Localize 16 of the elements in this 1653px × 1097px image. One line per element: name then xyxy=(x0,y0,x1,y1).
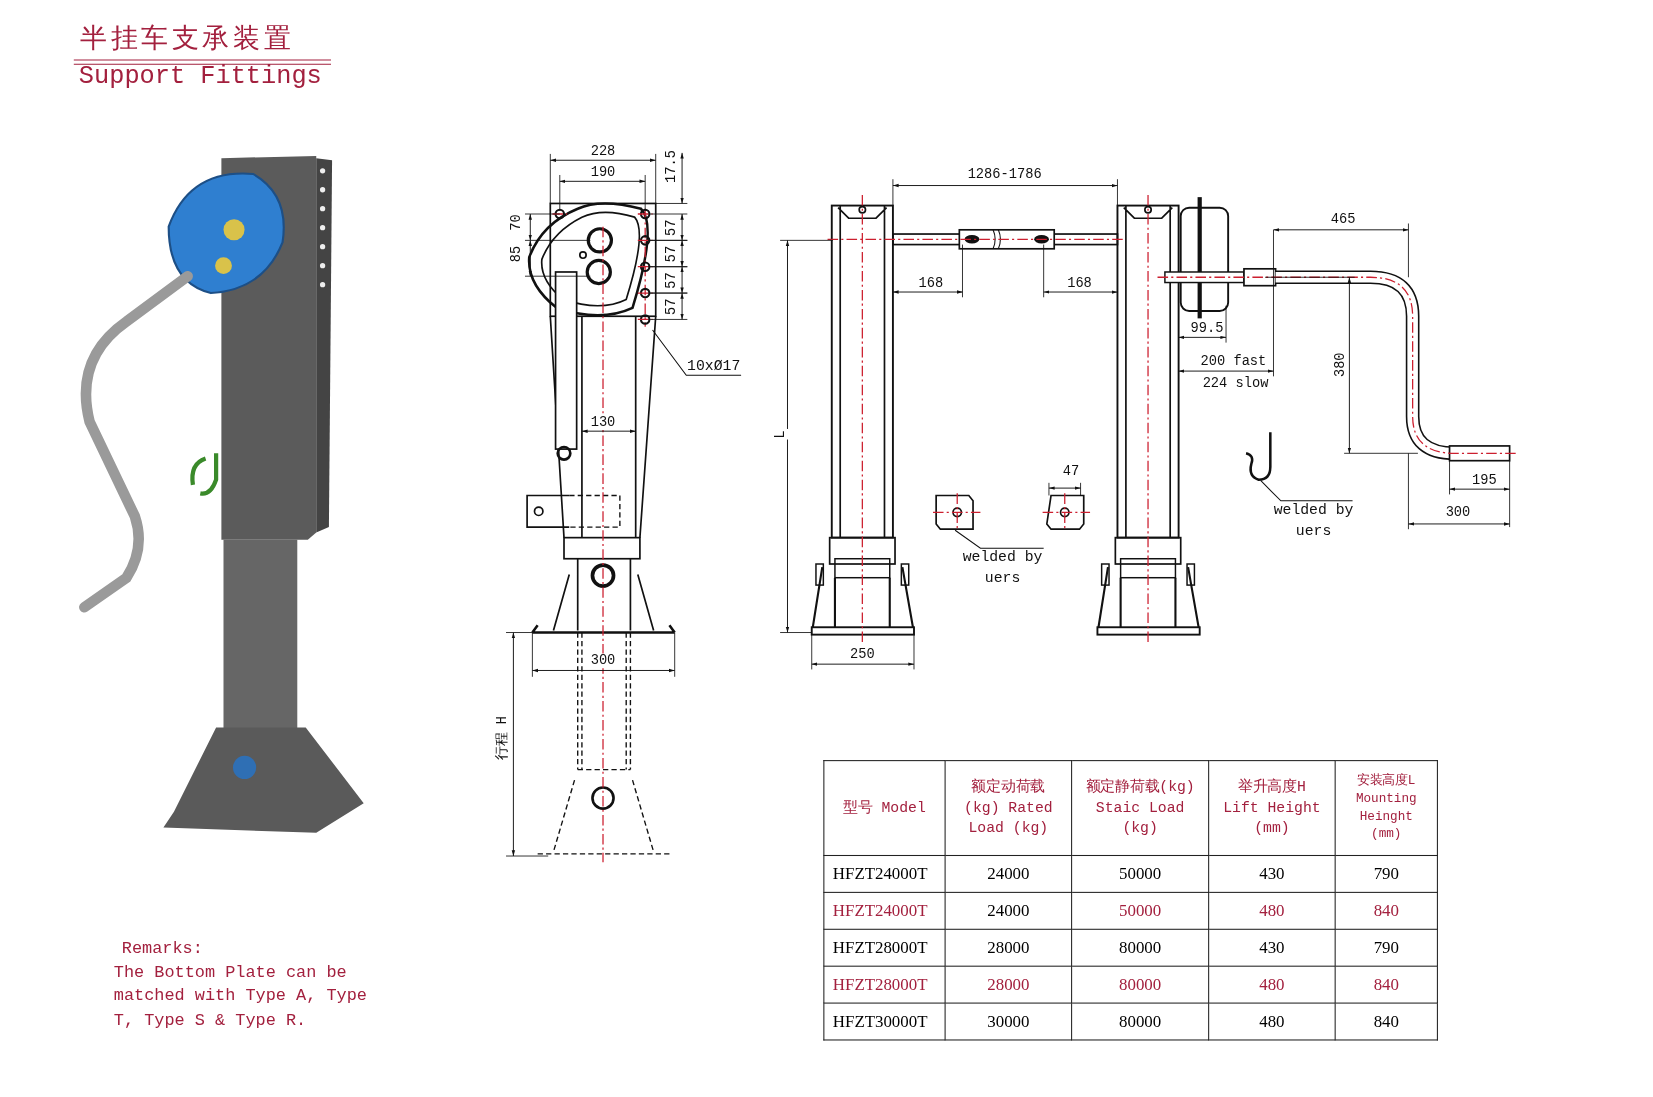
dimension-label: 99.5 xyxy=(1189,321,1225,337)
leader-line xyxy=(954,529,1045,549)
hook-drawing xyxy=(1245,432,1272,481)
leader-line xyxy=(652,329,742,376)
remarks-text: The Bottom Plate can be matched with Type A, Type T, Type S & Type R. xyxy=(113,962,368,1032)
callout-label: 10xØ17 xyxy=(687,355,741,377)
title: 半挂车支承装置 xyxy=(80,23,295,54)
remarks-heading: Remarks: xyxy=(121,940,203,960)
dimension-label: L xyxy=(773,429,789,440)
callout-label: welded by uers xyxy=(1271,499,1356,543)
subtitle: Support Fittings xyxy=(78,63,322,91)
callout-label: welded by uers xyxy=(960,545,1045,589)
leader-line xyxy=(1260,480,1354,502)
mounting-plate-drawing xyxy=(932,492,982,532)
dimension-label: 行程 H xyxy=(495,714,511,761)
dimension-label: 300 xyxy=(589,653,617,669)
